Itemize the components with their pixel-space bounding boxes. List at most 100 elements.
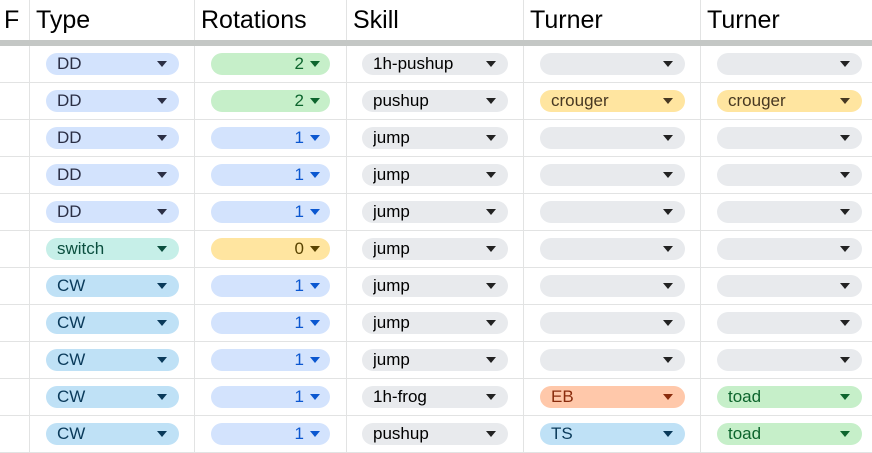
turner-2-cell[interactable]	[701, 268, 872, 304]
turner-1-dropdown[interactable]: TS	[540, 423, 685, 445]
chevron-down-icon[interactable]	[310, 209, 320, 215]
type-cell[interactable]: DD	[30, 46, 195, 82]
turner-2-cell[interactable]	[701, 157, 872, 193]
chevron-down-icon[interactable]	[157, 431, 167, 437]
chevron-down-icon[interactable]	[157, 98, 167, 104]
f-cell[interactable]	[0, 120, 30, 156]
f-cell[interactable]	[0, 46, 30, 82]
chevron-down-icon[interactable]	[486, 246, 496, 252]
chevron-down-icon[interactable]	[840, 209, 850, 215]
turner-2-cell[interactable]: toad	[701, 416, 872, 452]
chevron-down-icon[interactable]	[663, 283, 673, 289]
chevron-down-icon[interactable]	[840, 431, 850, 437]
turner-1-cell[interactable]	[524, 305, 701, 341]
skill-cell[interactable]: jump	[347, 231, 524, 267]
chevron-down-icon[interactable]	[840, 135, 850, 141]
skill-dropdown[interactable]: 1h-pushup	[362, 53, 508, 75]
turner-1-cell[interactable]: TS	[524, 416, 701, 452]
turner-2-cell[interactable]	[701, 120, 872, 156]
skill-dropdown[interactable]: 1h-frog	[362, 386, 508, 408]
type-dropdown[interactable]: DD	[46, 201, 179, 223]
f-cell[interactable]	[0, 342, 30, 378]
type-dropdown[interactable]: DD	[46, 53, 179, 75]
chevron-down-icon[interactable]	[486, 357, 496, 363]
type-dropdown[interactable]: switch	[46, 238, 179, 260]
type-cell[interactable]: DD	[30, 120, 195, 156]
skill-cell[interactable]: 1h-pushup	[347, 46, 524, 82]
f-cell[interactable]	[0, 268, 30, 304]
turner-1-cell[interactable]	[524, 231, 701, 267]
chevron-down-icon[interactable]	[310, 246, 320, 252]
turner-2-dropdown[interactable]	[717, 312, 862, 334]
type-dropdown[interactable]: CW	[46, 275, 179, 297]
turner-1-cell[interactable]: EB	[524, 379, 701, 415]
chevron-down-icon[interactable]	[663, 320, 673, 326]
chevron-down-icon[interactable]	[840, 394, 850, 400]
frozen-row-divider[interactable]	[0, 40, 872, 46]
turner-1-dropdown[interactable]	[540, 201, 685, 223]
header-turner-2[interactable]: Turner	[707, 5, 780, 34]
turner-1-cell[interactable]	[524, 157, 701, 193]
turner-2-dropdown[interactable]	[717, 201, 862, 223]
turner-2-dropdown[interactable]	[717, 127, 862, 149]
chevron-down-icon[interactable]	[310, 135, 320, 141]
header-rotations[interactable]: Rotations	[195, 0, 347, 40]
chevron-down-icon[interactable]	[157, 172, 167, 178]
turner-1-dropdown[interactable]	[540, 53, 685, 75]
skill-dropdown[interactable]: jump	[362, 349, 508, 371]
chevron-down-icon[interactable]	[840, 61, 850, 67]
chevron-down-icon[interactable]	[486, 172, 496, 178]
skill-cell[interactable]: jump	[347, 120, 524, 156]
rotations-cell[interactable]: 1	[195, 268, 347, 304]
type-dropdown[interactable]: DD	[46, 164, 179, 186]
chevron-down-icon[interactable]	[486, 283, 496, 289]
rotations-cell[interactable]: 2	[195, 46, 347, 82]
rotations-dropdown[interactable]: 1	[211, 164, 330, 186]
type-cell[interactable]: CW	[30, 416, 195, 452]
rotations-cell[interactable]: 1	[195, 379, 347, 415]
rotations-dropdown[interactable]: 1	[211, 127, 330, 149]
header-f[interactable]: F	[0, 0, 30, 40]
header-skill[interactable]: Skill	[347, 0, 524, 40]
chevron-down-icon[interactable]	[310, 320, 320, 326]
chevron-down-icon[interactable]	[663, 246, 673, 252]
chevron-down-icon[interactable]	[840, 320, 850, 326]
skill-cell[interactable]: pushup	[347, 416, 524, 452]
turner-2-cell[interactable]	[701, 342, 872, 378]
rotations-dropdown[interactable]: 1	[211, 349, 330, 371]
chevron-down-icon[interactable]	[310, 98, 320, 104]
chevron-down-icon[interactable]	[486, 98, 496, 104]
chevron-down-icon[interactable]	[157, 135, 167, 141]
turner-2-cell[interactable]: crouger	[701, 83, 872, 119]
turner-1-cell[interactable]	[524, 194, 701, 230]
chevron-down-icon[interactable]	[157, 61, 167, 67]
type-cell[interactable]: DD	[30, 157, 195, 193]
chevron-down-icon[interactable]	[157, 357, 167, 363]
skill-dropdown[interactable]: jump	[362, 238, 508, 260]
type-dropdown[interactable]: CW	[46, 423, 179, 445]
turner-1-dropdown[interactable]	[540, 275, 685, 297]
f-cell[interactable]	[0, 194, 30, 230]
turner-2-cell[interactable]	[701, 231, 872, 267]
header-type[interactable]: Type	[30, 0, 195, 40]
turner-2-dropdown[interactable]	[717, 238, 862, 260]
type-cell[interactable]: DD	[30, 194, 195, 230]
turner-2-cell[interactable]	[701, 46, 872, 82]
chevron-down-icon[interactable]	[840, 98, 850, 104]
chevron-down-icon[interactable]	[486, 209, 496, 215]
chevron-down-icon[interactable]	[310, 283, 320, 289]
skill-cell[interactable]: jump	[347, 305, 524, 341]
chevron-down-icon[interactable]	[663, 357, 673, 363]
chevron-down-icon[interactable]	[840, 246, 850, 252]
turner-1-dropdown[interactable]	[540, 127, 685, 149]
skill-cell[interactable]: jump	[347, 194, 524, 230]
chevron-down-icon[interactable]	[157, 246, 167, 252]
chevron-down-icon[interactable]	[486, 320, 496, 326]
skill-cell[interactable]: jump	[347, 268, 524, 304]
skill-cell[interactable]: pushup	[347, 83, 524, 119]
chevron-down-icon[interactable]	[663, 431, 673, 437]
chevron-down-icon[interactable]	[840, 357, 850, 363]
turner-1-dropdown[interactable]	[540, 349, 685, 371]
turner-2-cell[interactable]: toad	[701, 379, 872, 415]
chevron-down-icon[interactable]	[486, 135, 496, 141]
